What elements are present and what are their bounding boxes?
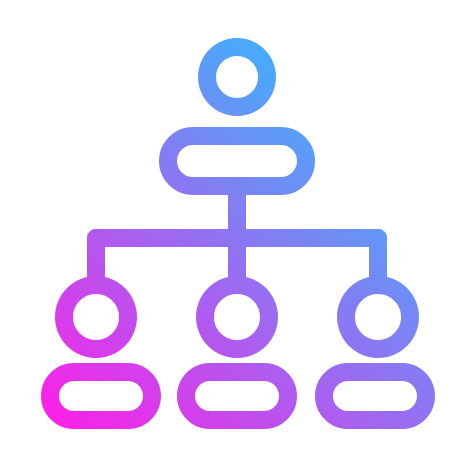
top-head-circle bbox=[198, 38, 276, 116]
middle-head-circle bbox=[196, 276, 278, 358]
right-head-circle bbox=[337, 276, 419, 358]
left-head-circle bbox=[55, 276, 137, 358]
left-body-pill bbox=[41, 363, 161, 429]
right-body-pill bbox=[315, 363, 435, 429]
middle-body-pill bbox=[177, 363, 297, 429]
